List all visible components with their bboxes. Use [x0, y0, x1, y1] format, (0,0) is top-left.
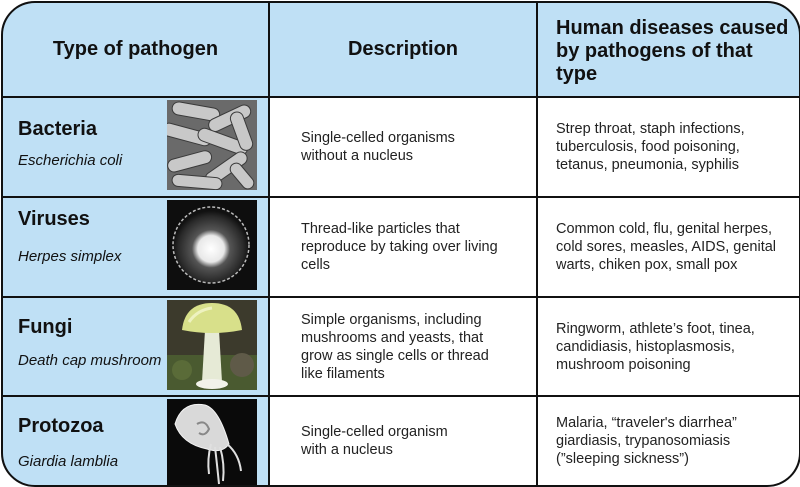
description-cell-protozoa: Single-celled organism with a nucleus: [270, 397, 536, 485]
type-cell-bacteria: Bacteria Escherichia coli: [3, 98, 268, 196]
description-text: Single-celled organism with a nucleus: [301, 424, 448, 458]
header-diseases: Human diseases caused by pathogens of th…: [538, 3, 799, 96]
description-cell-viruses: Thread-like particles that reproduce by …: [270, 198, 536, 296]
type-example: Herpes simplex: [18, 248, 122, 265]
type-cell-fungi: Fungi Death cap mushroom: [3, 298, 268, 395]
header-type-label: Type of pathogen: [52, 38, 219, 60]
description-text: Thread-like particles that reproduce by …: [301, 221, 498, 273]
type-name: Fungi: [18, 316, 73, 338]
header-description: Description: [270, 3, 536, 96]
mushroom-image: [167, 300, 257, 390]
type-example: Giardia lamblia: [18, 453, 119, 470]
type-name: Bacteria: [18, 118, 97, 140]
description-cell-bacteria: Single-celled organisms without a nucleu…: [270, 98, 536, 196]
type-name: Protozoa: [18, 415, 104, 437]
header-type: Type of pathogen: [3, 3, 268, 96]
type-name: Viruses: [18, 208, 90, 230]
diseases-text: Ringworm, athlete’s foot, tinea, candidi…: [556, 320, 755, 373]
diseases-cell-viruses: Common cold, flu, genital herpes, cold s…: [538, 198, 799, 296]
description-cell-fungi: Simple organisms, including mushrooms an…: [270, 298, 536, 395]
diseases-text: Strep throat, staph infections, tubercul…: [556, 121, 745, 173]
diseases-cell-fungi: Ringworm, athlete’s foot, tinea, candidi…: [538, 298, 799, 395]
description-text: Single-celled organisms without a nucleu…: [301, 130, 455, 164]
type-example: Escherichia coli: [18, 152, 123, 169]
diseases-cell-protozoa: Malaria, “traveler's diarrhea” giardiasi…: [538, 397, 799, 485]
diseases-text: Malaria, “traveler's diarrhea” giardiasi…: [556, 415, 737, 467]
protozoa-image: [167, 399, 257, 485]
type-cell-viruses: Viruses Herpes simplex: [3, 198, 268, 296]
bacteria-image: [167, 100, 257, 190]
diseases-cell-bacteria: Strep throat, staph infections, tubercul…: [538, 98, 799, 196]
header-diseases-label: Human diseases caused by pathogens of th…: [556, 17, 789, 85]
diseases-text: Common cold, flu, genital herpes, cold s…: [556, 221, 777, 273]
type-cell-protozoa: Protozoa Giardia lamblia: [3, 397, 268, 485]
type-example: Death cap mushroom: [18, 352, 162, 369]
header-description-label: Description: [347, 38, 459, 60]
description-text: Simple organisms, including mushrooms an…: [301, 311, 489, 382]
virus-image: [167, 200, 257, 290]
